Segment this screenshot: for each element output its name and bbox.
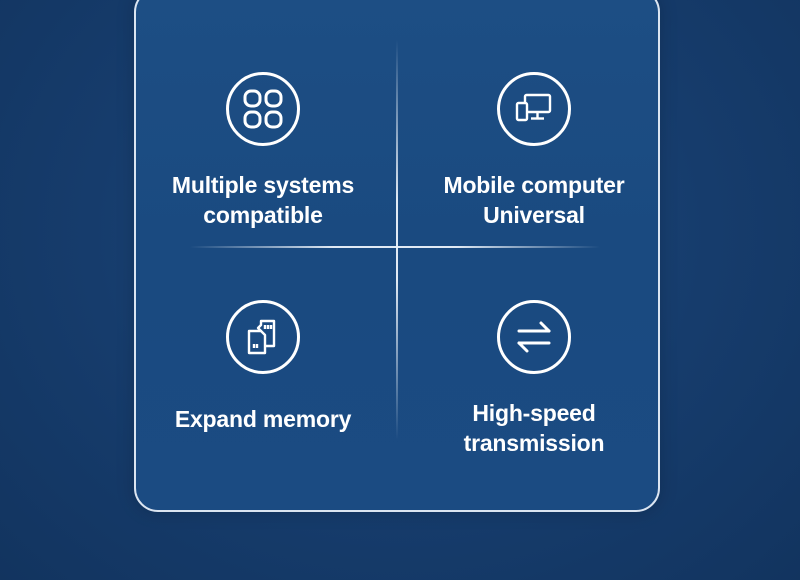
- feature-label: High-speed transmission: [414, 398, 654, 458]
- feature-expand-memory: Expand memory: [143, 300, 383, 434]
- vertical-divider: [396, 40, 398, 440]
- feature-label: Mobile computer Universal: [414, 170, 654, 230]
- feature-mobile-computer: Mobile computer Universal: [414, 72, 654, 230]
- transfer-arrows-icon: [497, 300, 571, 374]
- feature-high-speed-transmission: High-speed transmission: [414, 300, 654, 458]
- feature-label-line: High-speed: [472, 400, 596, 426]
- memory-cards-icon: [226, 300, 300, 374]
- feature-multiple-systems: Multiple systems compatible: [143, 72, 383, 230]
- feature-label-line: Mobile computer: [443, 172, 625, 198]
- monitor-phone-icon: [497, 72, 571, 146]
- feature-label: Expand memory: [143, 404, 383, 434]
- feature-label-line: transmission: [463, 430, 605, 456]
- feature-label-line: compatible: [203, 202, 323, 228]
- feature-label-line: Multiple systems: [171, 172, 355, 198]
- feature-label-line: Expand memory: [174, 406, 352, 432]
- feature-label-line: Universal: [483, 202, 585, 228]
- horizontal-divider: [190, 246, 600, 248]
- feature-label: Multiple systems compatible: [143, 170, 383, 230]
- grid-four-icon: [226, 72, 300, 146]
